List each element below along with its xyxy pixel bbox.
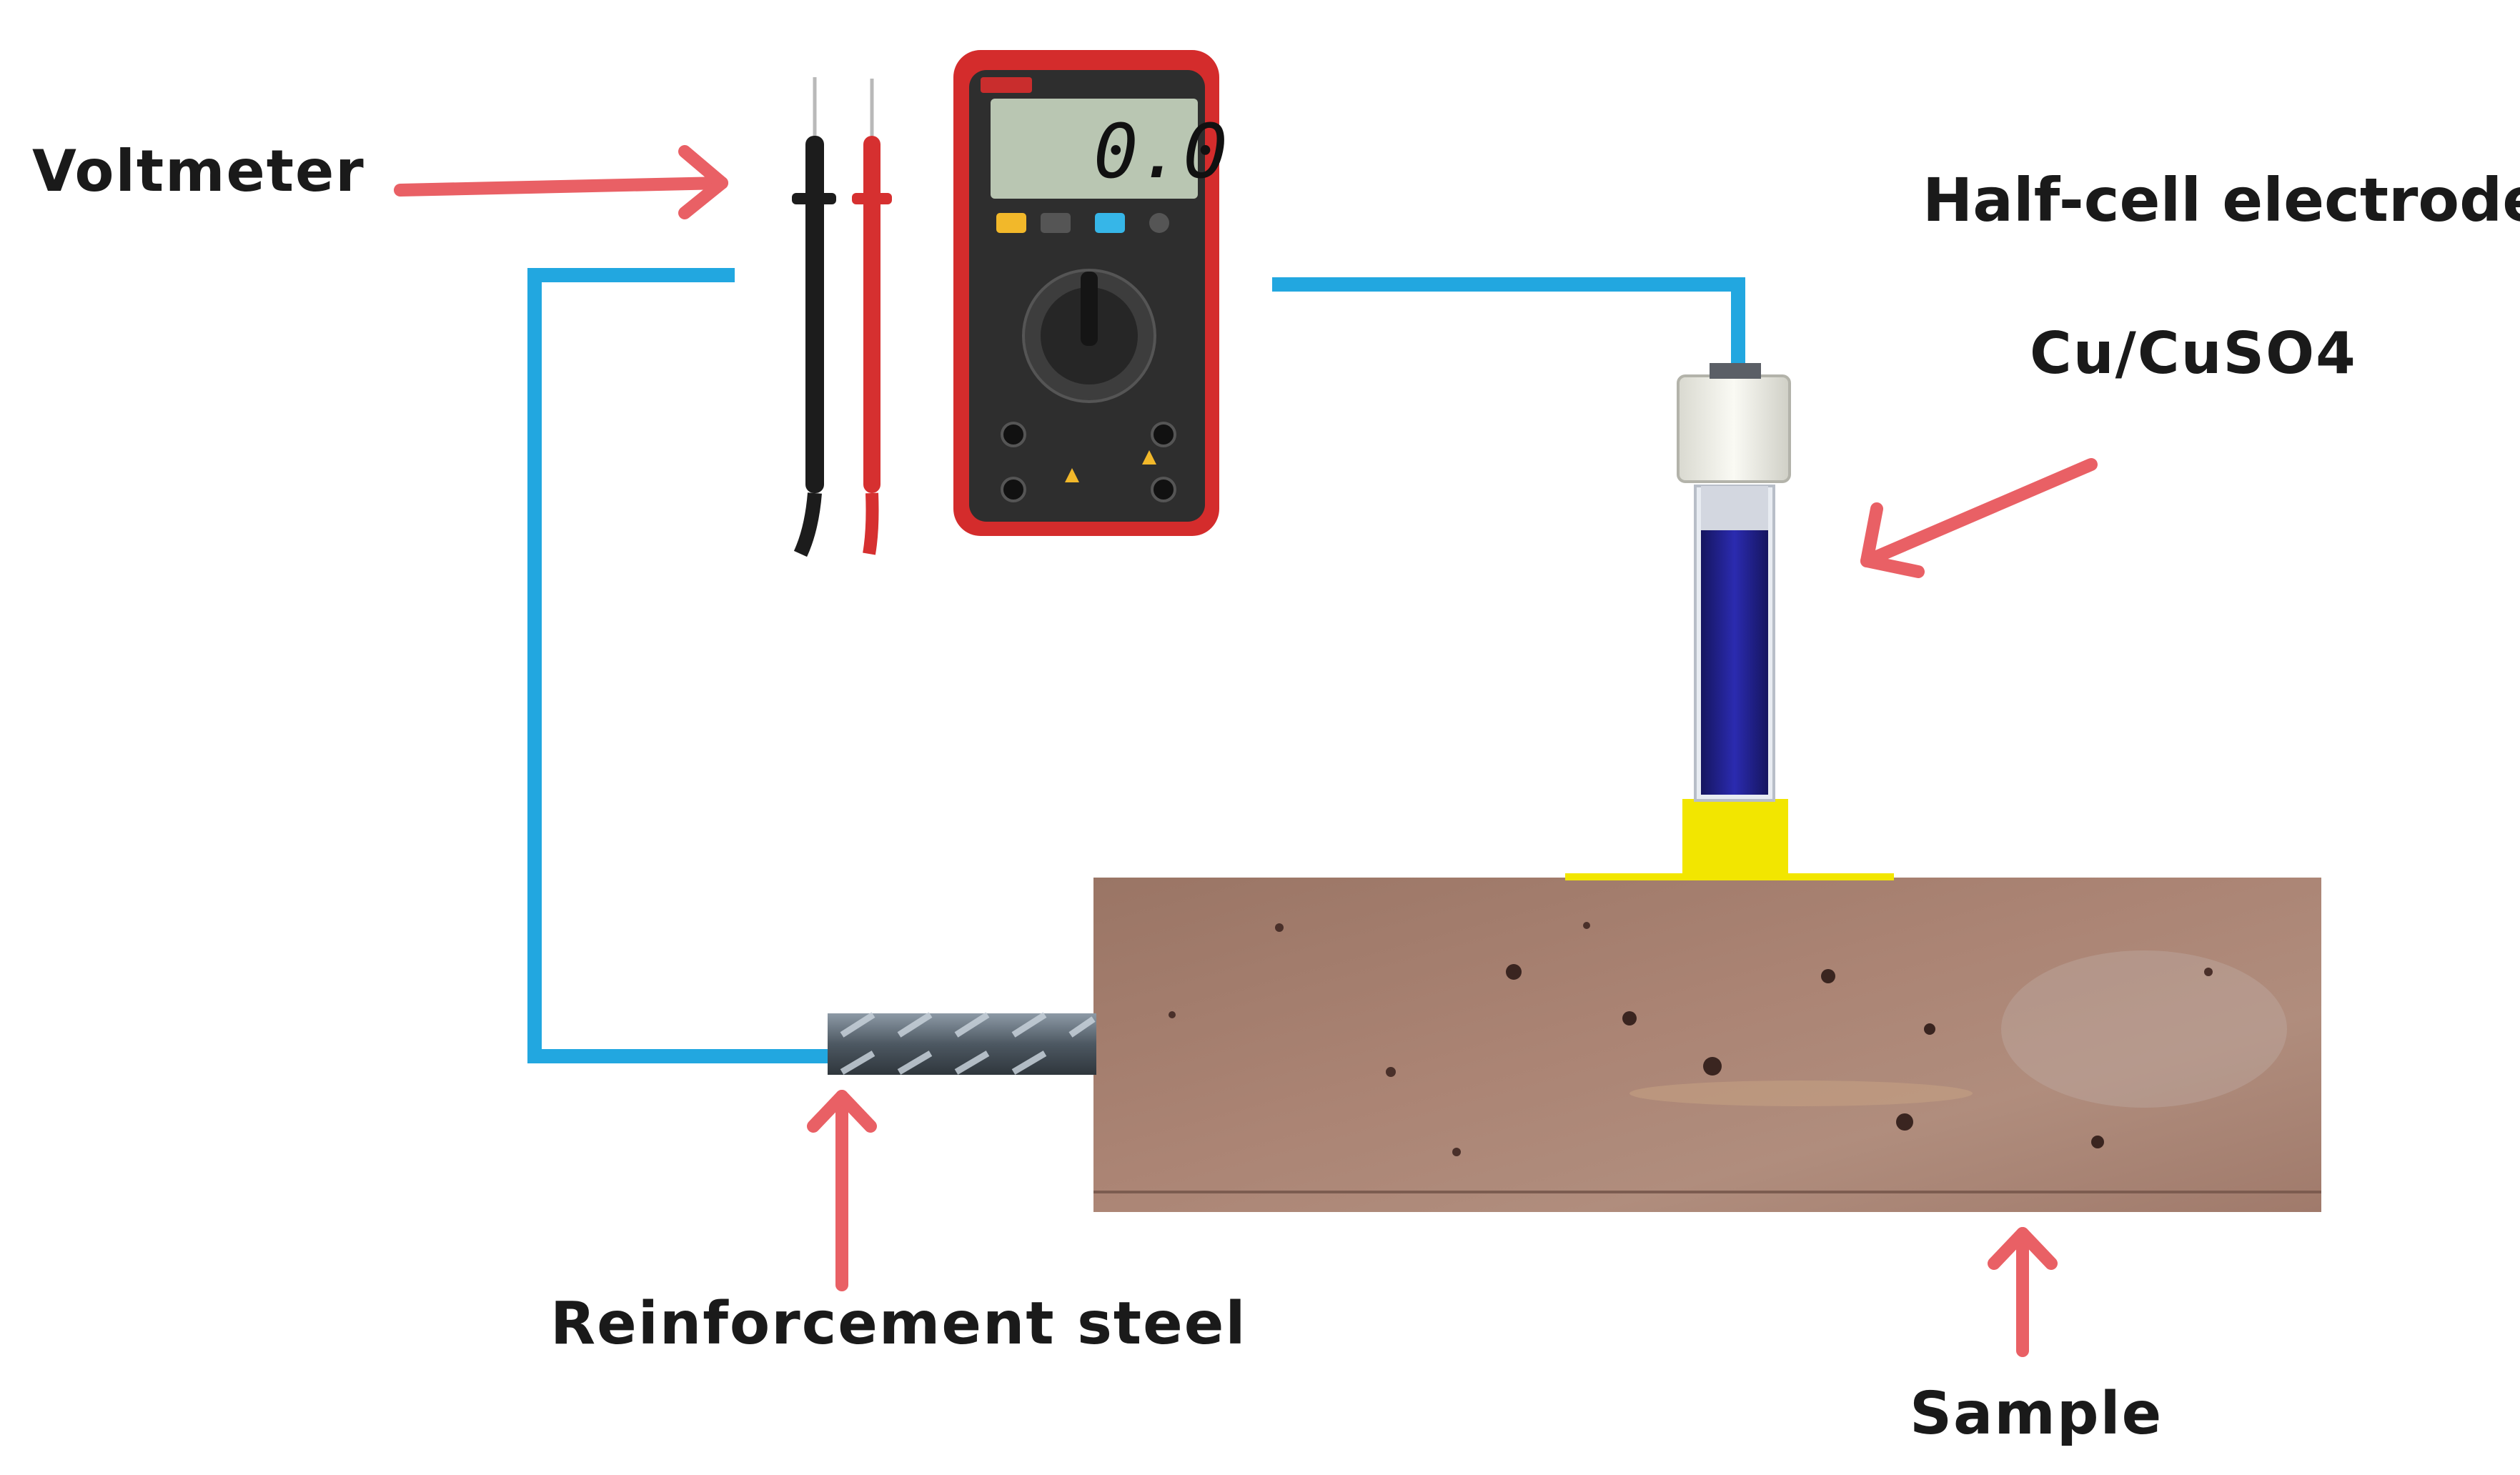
half-cell-electrode-label: Half-cell electrode: [1923, 165, 2520, 235]
arrow-to-steel: [807, 1090, 877, 1291]
meter-display-reading: 0.0: [1093, 108, 1228, 195]
arrow-to-electrode: [1860, 458, 2098, 578]
reinforcement-steel-label: Reinforcement steel: [550, 1290, 1247, 1358]
reinforcement-steel-bar: [828, 1012, 1096, 1075]
arrow-to-sample: [1988, 1227, 2058, 1357]
electrode-type-label: Cu/CuSO4: [2030, 320, 2357, 387]
voltmeter-label: Voltmeter: [32, 138, 365, 204]
wire-left: [527, 268, 830, 1063]
multimeter-icon: [736, 50, 1272, 561]
arrow-to-voltmeter: [394, 145, 728, 219]
concrete-sample: [1093, 878, 2321, 1212]
wire-right: [1272, 277, 1745, 373]
sample-label: Sample: [1910, 1380, 2163, 1448]
half-cell-electrode: [1565, 363, 1894, 880]
